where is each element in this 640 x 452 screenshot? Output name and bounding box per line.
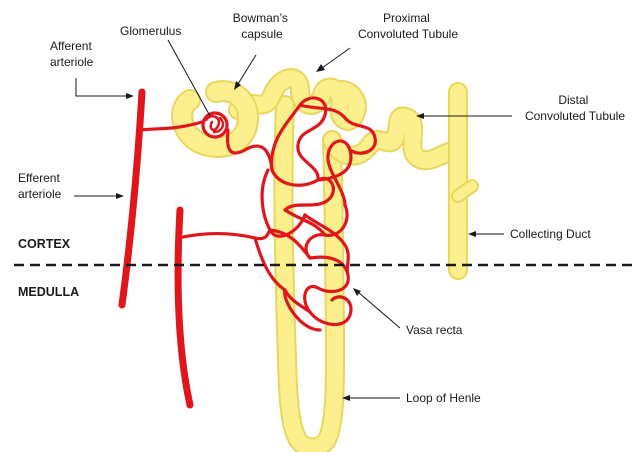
efferent-arteriole (178, 210, 190, 405)
proximal-convoluted-tubule-label: Proximal Convoluted Tubule (358, 11, 458, 41)
loop-of-henle-label: Loop of Henle (406, 391, 481, 405)
collecting-duct-label: Collecting Duct (510, 227, 591, 241)
efferent-arteriole-label: Efferent arteriole (18, 171, 63, 201)
afferent-pointer (76, 78, 128, 96)
medulla-label: MEDULLA (18, 285, 79, 299)
distal-convoluted-tubule-label: Distal Convoluted Tubule (525, 93, 625, 123)
proximal-pointer (322, 48, 350, 68)
glomerulus-label: Glomerulus (120, 24, 181, 38)
afferent-arteriole-label: Afferent arteriole (50, 39, 95, 69)
cortex-label: CORTEX (18, 237, 71, 251)
bowman-pointer (238, 55, 256, 84)
afferent-arteriole (122, 92, 142, 305)
vasa-recta-pointer (358, 292, 400, 328)
bowmans-capsule-label: Bowman’s capsule (233, 11, 291, 41)
vasa-recta-label: Vasa recta (406, 323, 463, 337)
